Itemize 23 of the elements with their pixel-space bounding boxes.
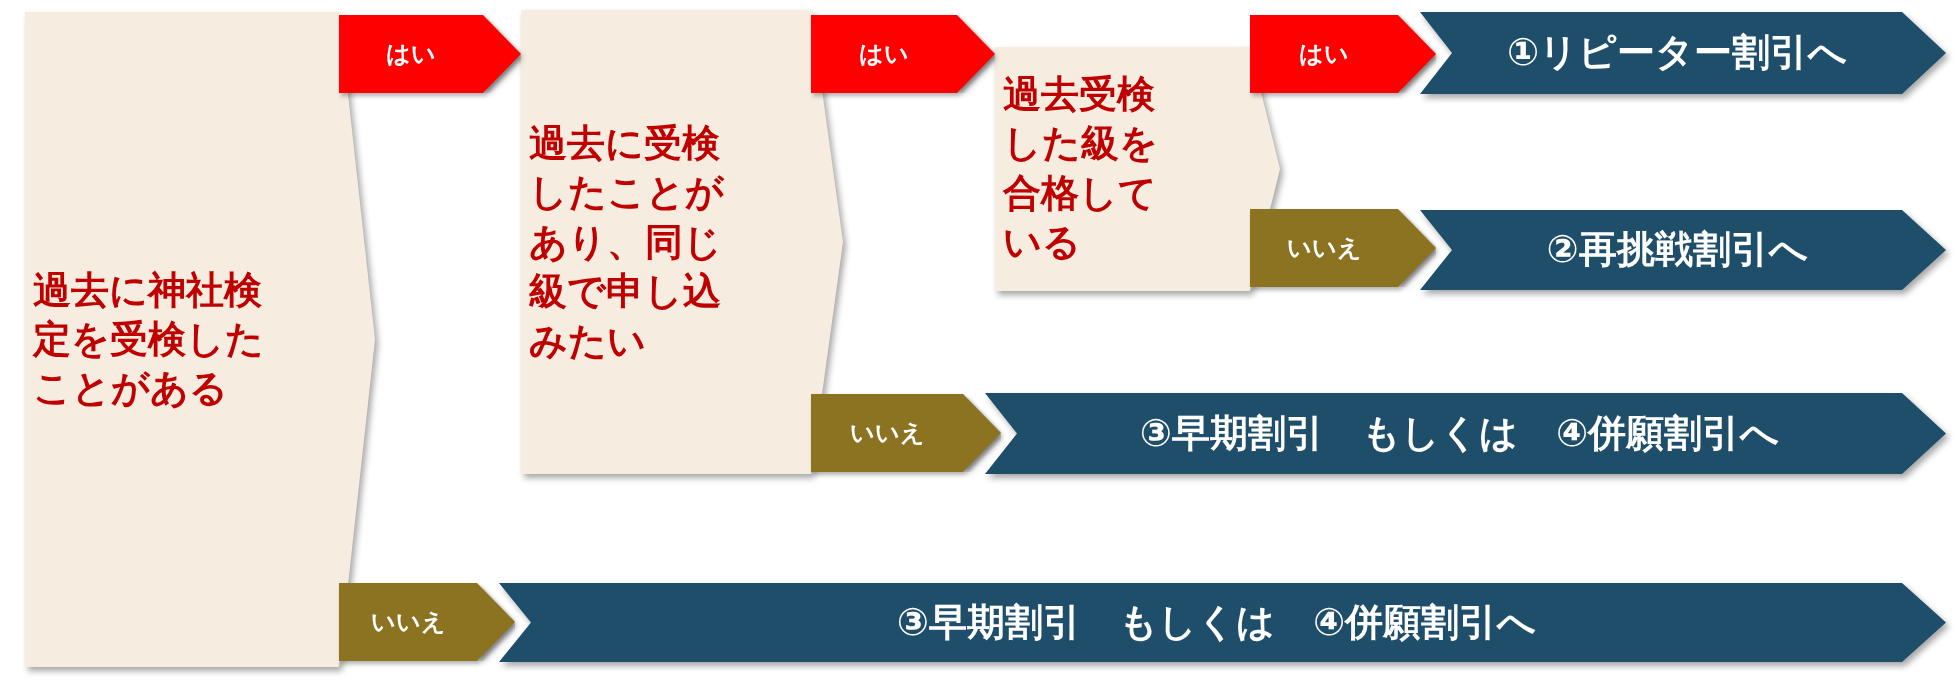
question-text: 過去に受検したことがあり、同じ級で申し込みたい	[529, 119, 725, 365]
result-chevron	[1420, 12, 1946, 94]
result-text: ③早期割引 もしくは ④併願割引へ	[1139, 412, 1780, 455]
result-text: ②再挑戦割引へ	[1546, 229, 1808, 271]
question-box	[995, 47, 1280, 291]
edge-label: はい	[386, 40, 436, 68]
result-text: ③早期割引 もしくは ④併願割引へ	[896, 601, 1537, 644]
arrow	[339, 15, 521, 93]
arrow	[339, 583, 515, 661]
arrow	[1250, 15, 1436, 93]
result-chevron	[1420, 210, 1946, 290]
question-text: 過去受検した級を合格している	[1003, 71, 1159, 267]
result-chevron	[499, 583, 1946, 662]
question-box	[521, 10, 843, 474]
edge-label: いいえ	[849, 419, 925, 447]
edge-label: いいえ	[1286, 234, 1362, 262]
result-chevron	[985, 393, 1946, 474]
edge-label: はい	[1299, 40, 1349, 68]
arrow	[811, 15, 995, 93]
edge-label: はい	[859, 40, 909, 68]
edge-label: いいえ	[370, 608, 446, 636]
result-text: ①リピーター割引へ	[1506, 32, 1848, 74]
question-text: 過去に神社検定を受検したことがある	[33, 266, 265, 413]
